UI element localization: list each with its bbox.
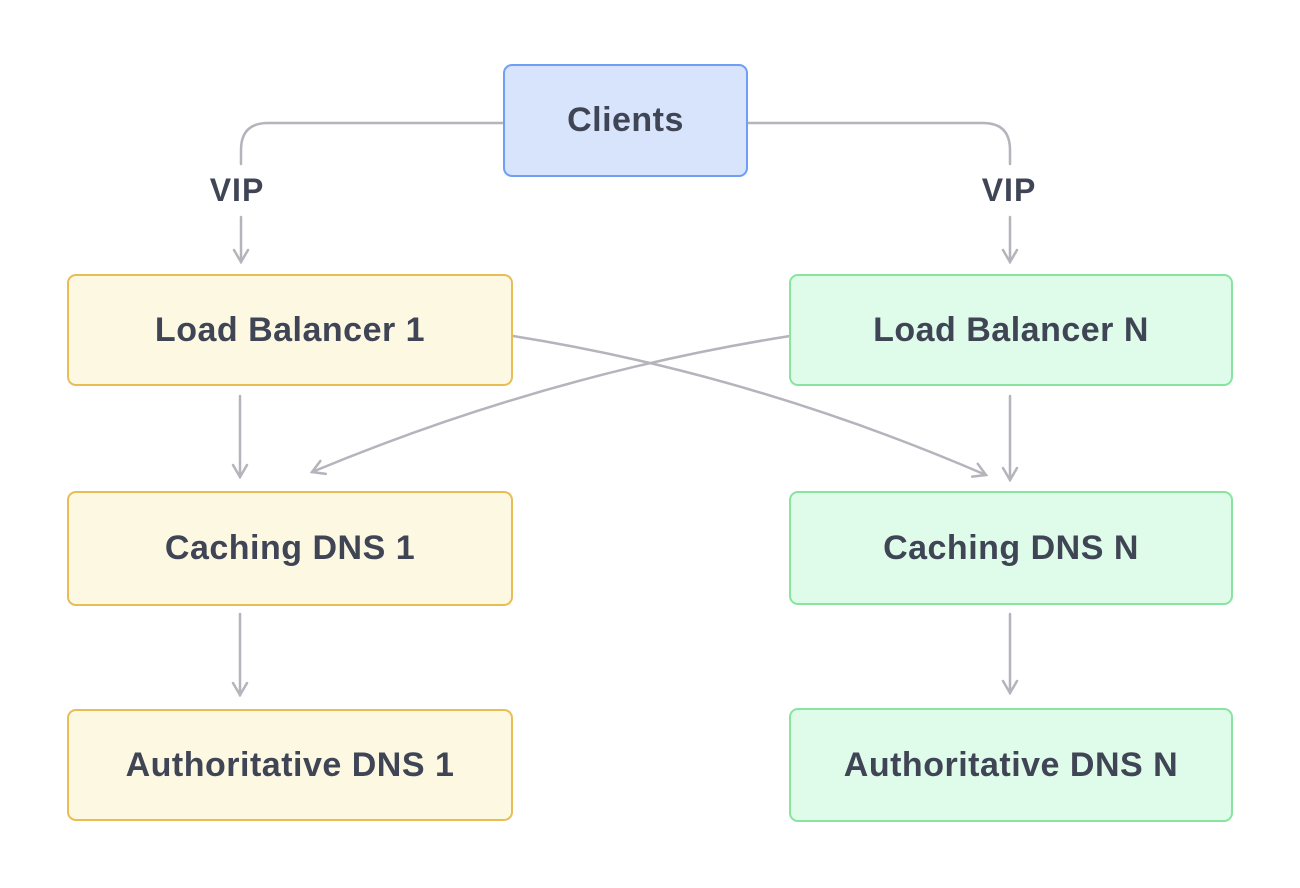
node-authoritative-dns-1: Authoritative DNS 1 xyxy=(67,709,513,821)
node-clients-label: Clients xyxy=(567,101,684,139)
node-authoritative-dns-n-label: Authoritative DNS N xyxy=(843,745,1179,784)
edge-label-vip-right: VIP xyxy=(981,172,1037,208)
node-clients: Clients xyxy=(503,64,748,177)
node-caching-dns-1: Caching DNS 1 xyxy=(67,491,513,606)
node-load-balancer-1: Load Balancer 1 xyxy=(67,274,513,386)
edge-clients-to-vip-left xyxy=(239,121,505,166)
node-caching-dns-n: Caching DNS N xyxy=(789,491,1233,605)
edge-clients-to-vip-right xyxy=(746,121,1012,166)
node-caching-dns-n-label: Caching DNS N xyxy=(883,528,1139,567)
node-authoritative-dns-1-label: Authoritative DNS 1 xyxy=(125,745,455,784)
node-load-balancer-1-label: Load Balancer 1 xyxy=(154,310,426,349)
edge-label-vip-left: VIP xyxy=(209,172,265,208)
node-load-balancer-n: Load Balancer N xyxy=(789,274,1233,386)
node-authoritative-dns-n: Authoritative DNS N xyxy=(789,708,1233,822)
edge-lbN-to-caching1-arrow xyxy=(312,334,792,472)
node-load-balancer-n-label: Load Balancer N xyxy=(873,310,1149,349)
node-caching-dns-1-label: Caching DNS 1 xyxy=(164,529,416,567)
edge-lb1-to-cachingN-arrow xyxy=(511,334,986,475)
